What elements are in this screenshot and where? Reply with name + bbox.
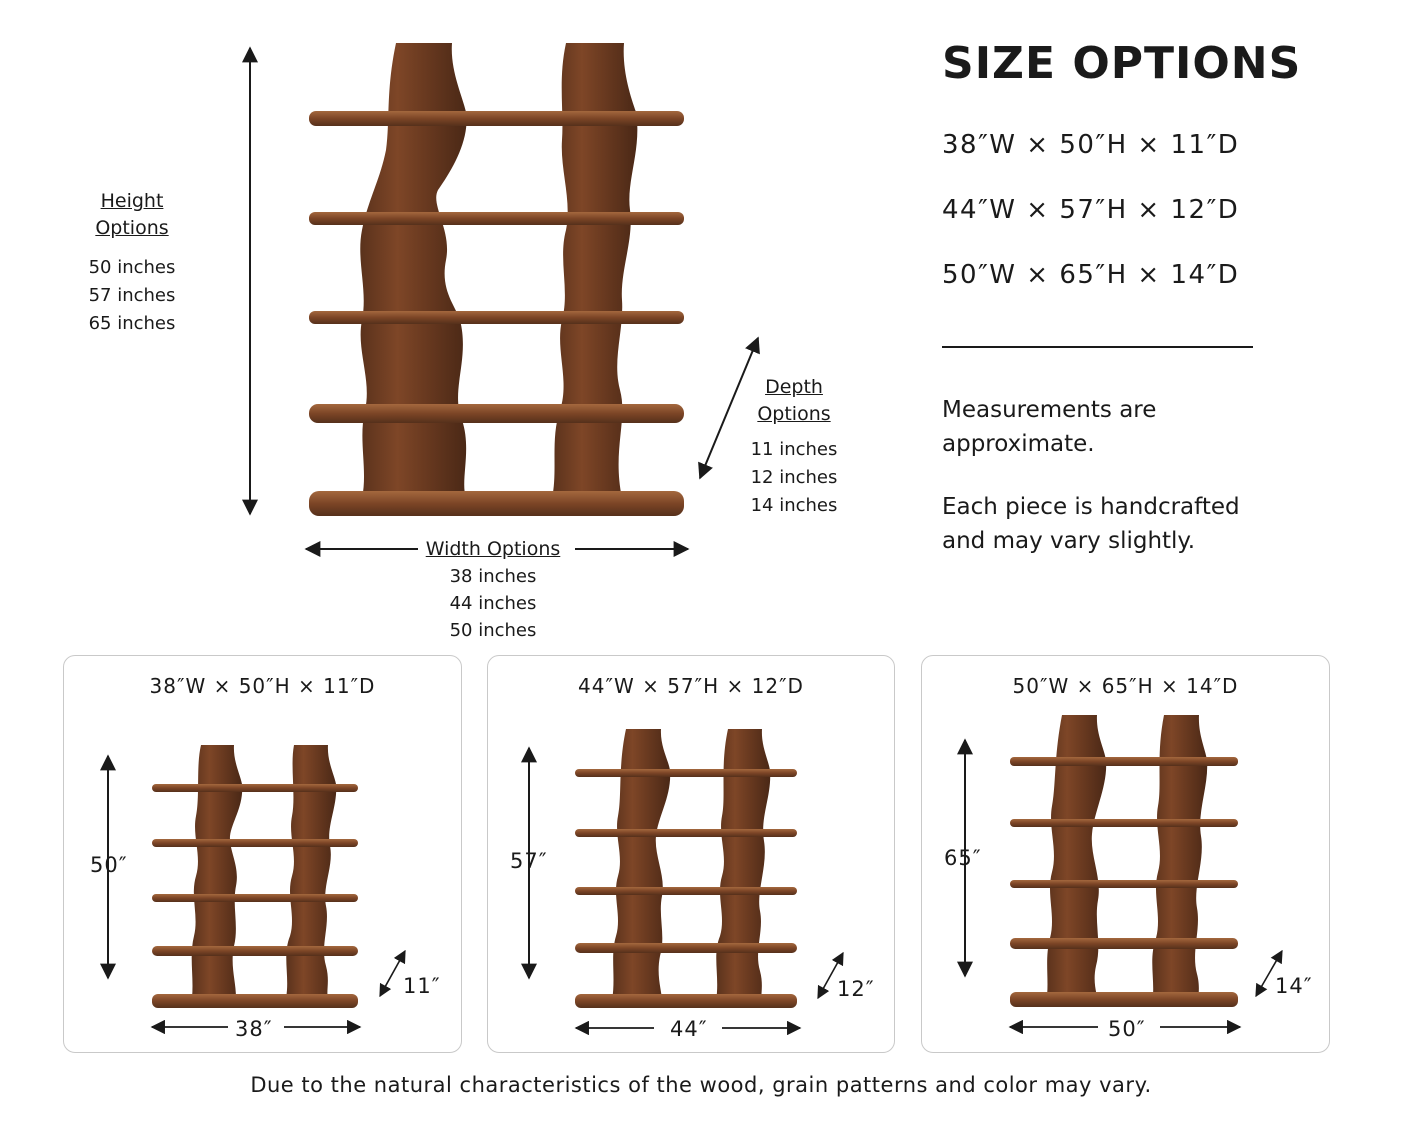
height-options: Height Options 50 inches 57 inches 65 in… — [82, 188, 182, 338]
size-option-line: 50″W × 65″H × 14″D — [942, 260, 1240, 290]
depth-options: Depth Options 11 inches 12 inches 14 inc… — [744, 374, 844, 520]
width-value: 50 inches — [449, 620, 537, 641]
shelf-base — [1010, 992, 1238, 1007]
height-options-values: 50 inches 57 inches 65 inches — [82, 254, 182, 338]
height-options-title: Height Options — [95, 190, 169, 239]
shelf-upright-left — [1046, 715, 1107, 1004]
shelf-board — [309, 404, 684, 423]
depth-arrow — [817, 951, 844, 1000]
shelf-base — [575, 994, 797, 1008]
measurement-note: Measurements are approximate. — [942, 397, 1157, 457]
height-value: 57 inches — [88, 285, 176, 306]
handcrafted-note: Each piece is handcrafted and may vary s… — [942, 494, 1240, 554]
shelf-base — [152, 994, 358, 1008]
shelf-upright-left — [360, 43, 467, 498]
card-title: 44″W × 57″H × 12″D — [578, 674, 804, 698]
shelf-board — [309, 212, 684, 225]
shelf-board — [1010, 938, 1238, 949]
shelf-upright-left — [191, 745, 243, 998]
shelf-base — [309, 491, 684, 516]
card-title: 50″W × 65″H × 14″D — [1012, 674, 1239, 698]
width-options-title: Width Options — [425, 538, 561, 560]
shelf-upright-left — [612, 729, 671, 1001]
depth-arrow — [379, 949, 406, 998]
height-value: 50 inches — [88, 257, 176, 278]
depth-arrow — [1255, 949, 1283, 998]
shelf-board — [152, 894, 358, 902]
depth-value: 12 inches — [750, 467, 838, 488]
width-label: 44″ — [670, 1017, 708, 1041]
shelf-board — [1010, 757, 1238, 766]
depth-label: 14″ — [1275, 974, 1313, 998]
shelf-board — [152, 839, 358, 847]
shelf-upright-right — [286, 745, 337, 998]
depth-arrow — [698, 336, 760, 480]
width-value: 38 inches — [449, 566, 537, 587]
size-card-50: 50″W × 65″H × 14″D 65″ 14″ 50″ — [921, 655, 1330, 1053]
shelf-board — [1010, 819, 1238, 827]
width-options-values: 38 inches 44 inches 50 inches — [416, 563, 570, 644]
height-label: 50″ — [90, 853, 128, 877]
width-value: 44 inches — [449, 593, 537, 614]
height-label: 57″ — [510, 849, 548, 873]
height-label: 65″ — [944, 846, 982, 870]
size-option-line: 44″W × 57″H × 12″D — [942, 195, 1240, 225]
shelf-board — [309, 111, 684, 126]
depth-label: 11″ — [403, 974, 441, 998]
footer-disclaimer: Due to the natural characteristics of th… — [250, 1073, 1152, 1097]
width-options: Width Options 38 inches 44 inches 50 inc… — [416, 536, 570, 644]
depth-options-title: Depth Options — [757, 376, 831, 425]
depth-value: 14 inches — [750, 495, 838, 516]
shelf-board — [152, 946, 358, 956]
shelf-board — [575, 769, 797, 777]
card-title: 38″W × 50″H × 11″D — [149, 674, 376, 698]
depth-options-values: 11 inches 12 inches 14 inches — [744, 436, 844, 520]
shelf-board — [309, 311, 684, 324]
shelf-board — [152, 784, 358, 792]
shelf-upright-right — [1152, 715, 1208, 1004]
shelf-board — [575, 829, 797, 837]
card-shelf-illustration — [100, 745, 406, 1035]
size-option-line: 38″W × 50″H × 11″D — [942, 130, 1240, 160]
card-shelf-illustration — [957, 715, 1283, 1035]
depth-label: 12″ — [837, 977, 875, 1001]
card-shelf-illustration — [521, 729, 844, 1036]
shelf-upright-right — [552, 43, 638, 498]
divider — [942, 346, 1253, 348]
height-value: 65 inches — [88, 313, 176, 334]
width-label: 38″ — [235, 1017, 273, 1041]
shelf-board — [575, 887, 797, 895]
shelf-upright-right — [716, 729, 771, 1001]
shelf-board — [575, 943, 797, 953]
size-card-38: 38″W × 50″H × 11″D 50″ 11″ 38″ — [63, 655, 462, 1053]
size-options-title: SIZE OPTIONS — [942, 38, 1302, 89]
depth-value: 11 inches — [750, 439, 838, 460]
width-label: 50″ — [1108, 1017, 1146, 1041]
size-card-44: 44″W × 57″H × 12″D 57″ 12″ 44″ — [487, 655, 895, 1053]
shelf-board — [1010, 880, 1238, 888]
